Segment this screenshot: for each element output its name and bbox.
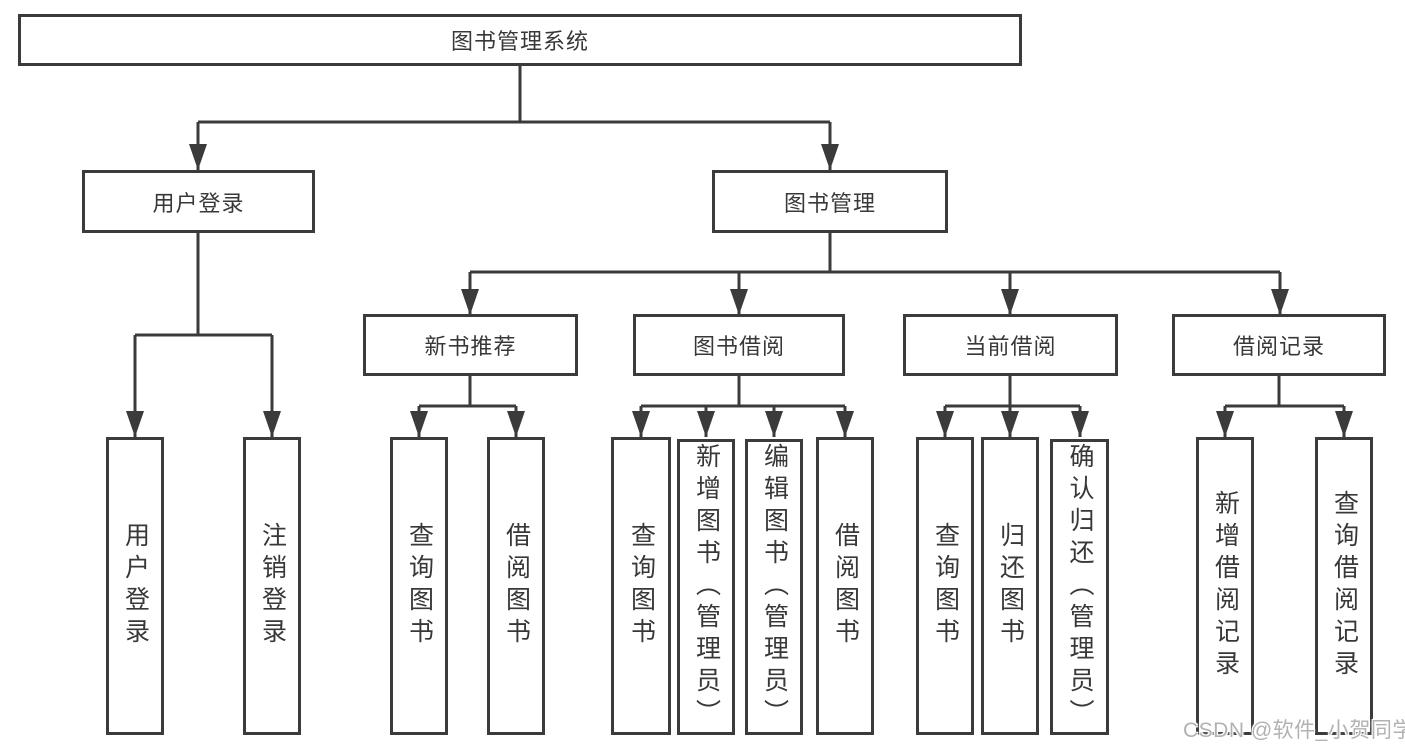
leaf-label: 借阅图书 [831,522,860,650]
node-label: 图书借阅 [692,334,785,359]
leaf-borrow-books-recommend: 借阅图书 [487,437,545,735]
node-book-borrowing: 图书借阅 [633,314,845,376]
node-new-book-recommend: 新书推荐 [363,314,578,376]
leaf-label: 归还图书 [996,522,1025,650]
leaf-return-books: 归还图书 [981,437,1039,735]
node-borrow-records: 借阅记录 [1172,314,1386,376]
leaf-label: 注销登录 [258,522,287,650]
leaf-add-book-admin: 新增图书（管理员） [677,439,735,735]
node-label: 用户登录 [152,190,245,216]
leaf-label: 查询借阅记录 [1330,490,1359,682]
leaf-label: 借阅图书 [502,522,531,650]
leaf-label: 查询图书 [405,522,434,650]
leaf-query-books-borrowing: 查询图书 [611,437,671,735]
leaf-borrow-books-borrowing: 借阅图书 [816,437,874,735]
node-label: 图书管理系统 [450,29,589,54]
node-label: 图书管理 [783,190,876,216]
node-book-management: 图书管理 [712,170,948,233]
leaf-label: 查询图书 [931,522,960,650]
leaf-label: 新增图书（管理员） [692,443,721,731]
node-current-borrowing: 当前借阅 [903,314,1118,376]
leaf-logout: 注销登录 [243,437,301,735]
node-label: 新书推荐 [424,334,517,359]
node-label: 借阅记录 [1232,334,1325,359]
leaf-label: 新增借阅记录 [1211,490,1240,682]
leaf-label: 用户登录 [121,522,150,650]
node-label: 当前借阅 [964,334,1057,359]
leaf-label: 查询图书 [627,522,656,650]
leaf-query-borrow-record: 查询借阅记录 [1315,437,1373,735]
leaf-user-login: 用户登录 [106,437,164,735]
leaf-label: 确认归还（管理员） [1066,443,1094,731]
leaf-query-books-recommend: 查询图书 [390,437,448,735]
leaf-confirm-return-admin: 确认归还（管理员） [1050,439,1109,735]
watermark: CSDN @软件_小贺同学 [1183,719,1405,742]
leaf-edit-book-admin: 编辑图书（管理员） [745,439,803,735]
node-library-system: 图书管理系统 [18,14,1022,66]
leaf-add-borrow-record: 新增借阅记录 [1196,437,1254,735]
leaf-query-books-current: 查询图书 [916,437,974,735]
arrowheads [126,144,1353,437]
leaf-label: 编辑图书（管理员） [760,443,789,731]
node-user-login: 用户登录 [82,170,315,233]
